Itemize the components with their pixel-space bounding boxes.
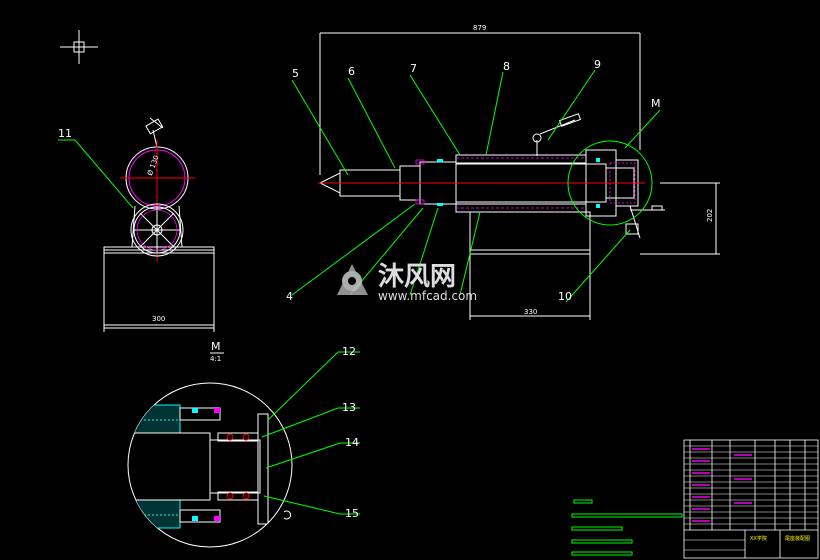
callout-12: 12 [342, 345, 356, 358]
front-view-parts [437, 158, 600, 208]
callout-15: 15 [345, 507, 359, 520]
dim-overall-length: 879 [473, 24, 486, 32]
dim-height-right: 202 [706, 209, 714, 222]
callout-6: 6 [348, 65, 355, 78]
title-block-fills [692, 448, 752, 522]
detail-scale: 4:1 [210, 355, 221, 363]
callout-4: 4 [286, 290, 293, 303]
crosshair-icon [60, 30, 98, 64]
watermark-url: www.mfcad.com [378, 289, 477, 303]
callout-11: 11 [58, 127, 72, 140]
title-block-name: 尾座装配图 [785, 535, 810, 542]
title-block-school: XX学院 [750, 535, 767, 542]
detail-view [127, 382, 293, 548]
side-view [103, 117, 215, 332]
callout-11-leader [58, 139, 134, 209]
dim-base-width-left: 300 [152, 315, 165, 323]
callout-8: 8 [503, 60, 510, 73]
dim-circle-diameter: Ø 130 [146, 154, 161, 177]
front-view-hidden [415, 157, 636, 209]
watermark-brand: 沐风网 [378, 262, 456, 292]
detail-leaders [261, 351, 360, 515]
detail-circle-m [567, 140, 653, 226]
callout-5: 5 [292, 67, 299, 80]
technical-notes [571, 499, 683, 556]
detail-label: M [211, 340, 221, 353]
callout-9: 9 [594, 58, 601, 71]
title-block [683, 439, 819, 559]
callout-m: M [651, 97, 661, 110]
callout-7: 7 [410, 62, 417, 75]
dim-base-width-right: 330 [524, 308, 537, 316]
callout-10: 10 [558, 290, 572, 303]
callout-13: 13 [342, 401, 356, 414]
dim-overall [319, 32, 641, 175]
callout-14: 14 [345, 436, 359, 449]
main-view-leaders [291, 69, 661, 303]
mfcad-logo-icon [337, 264, 368, 295]
side-view-hidden [136, 209, 178, 251]
